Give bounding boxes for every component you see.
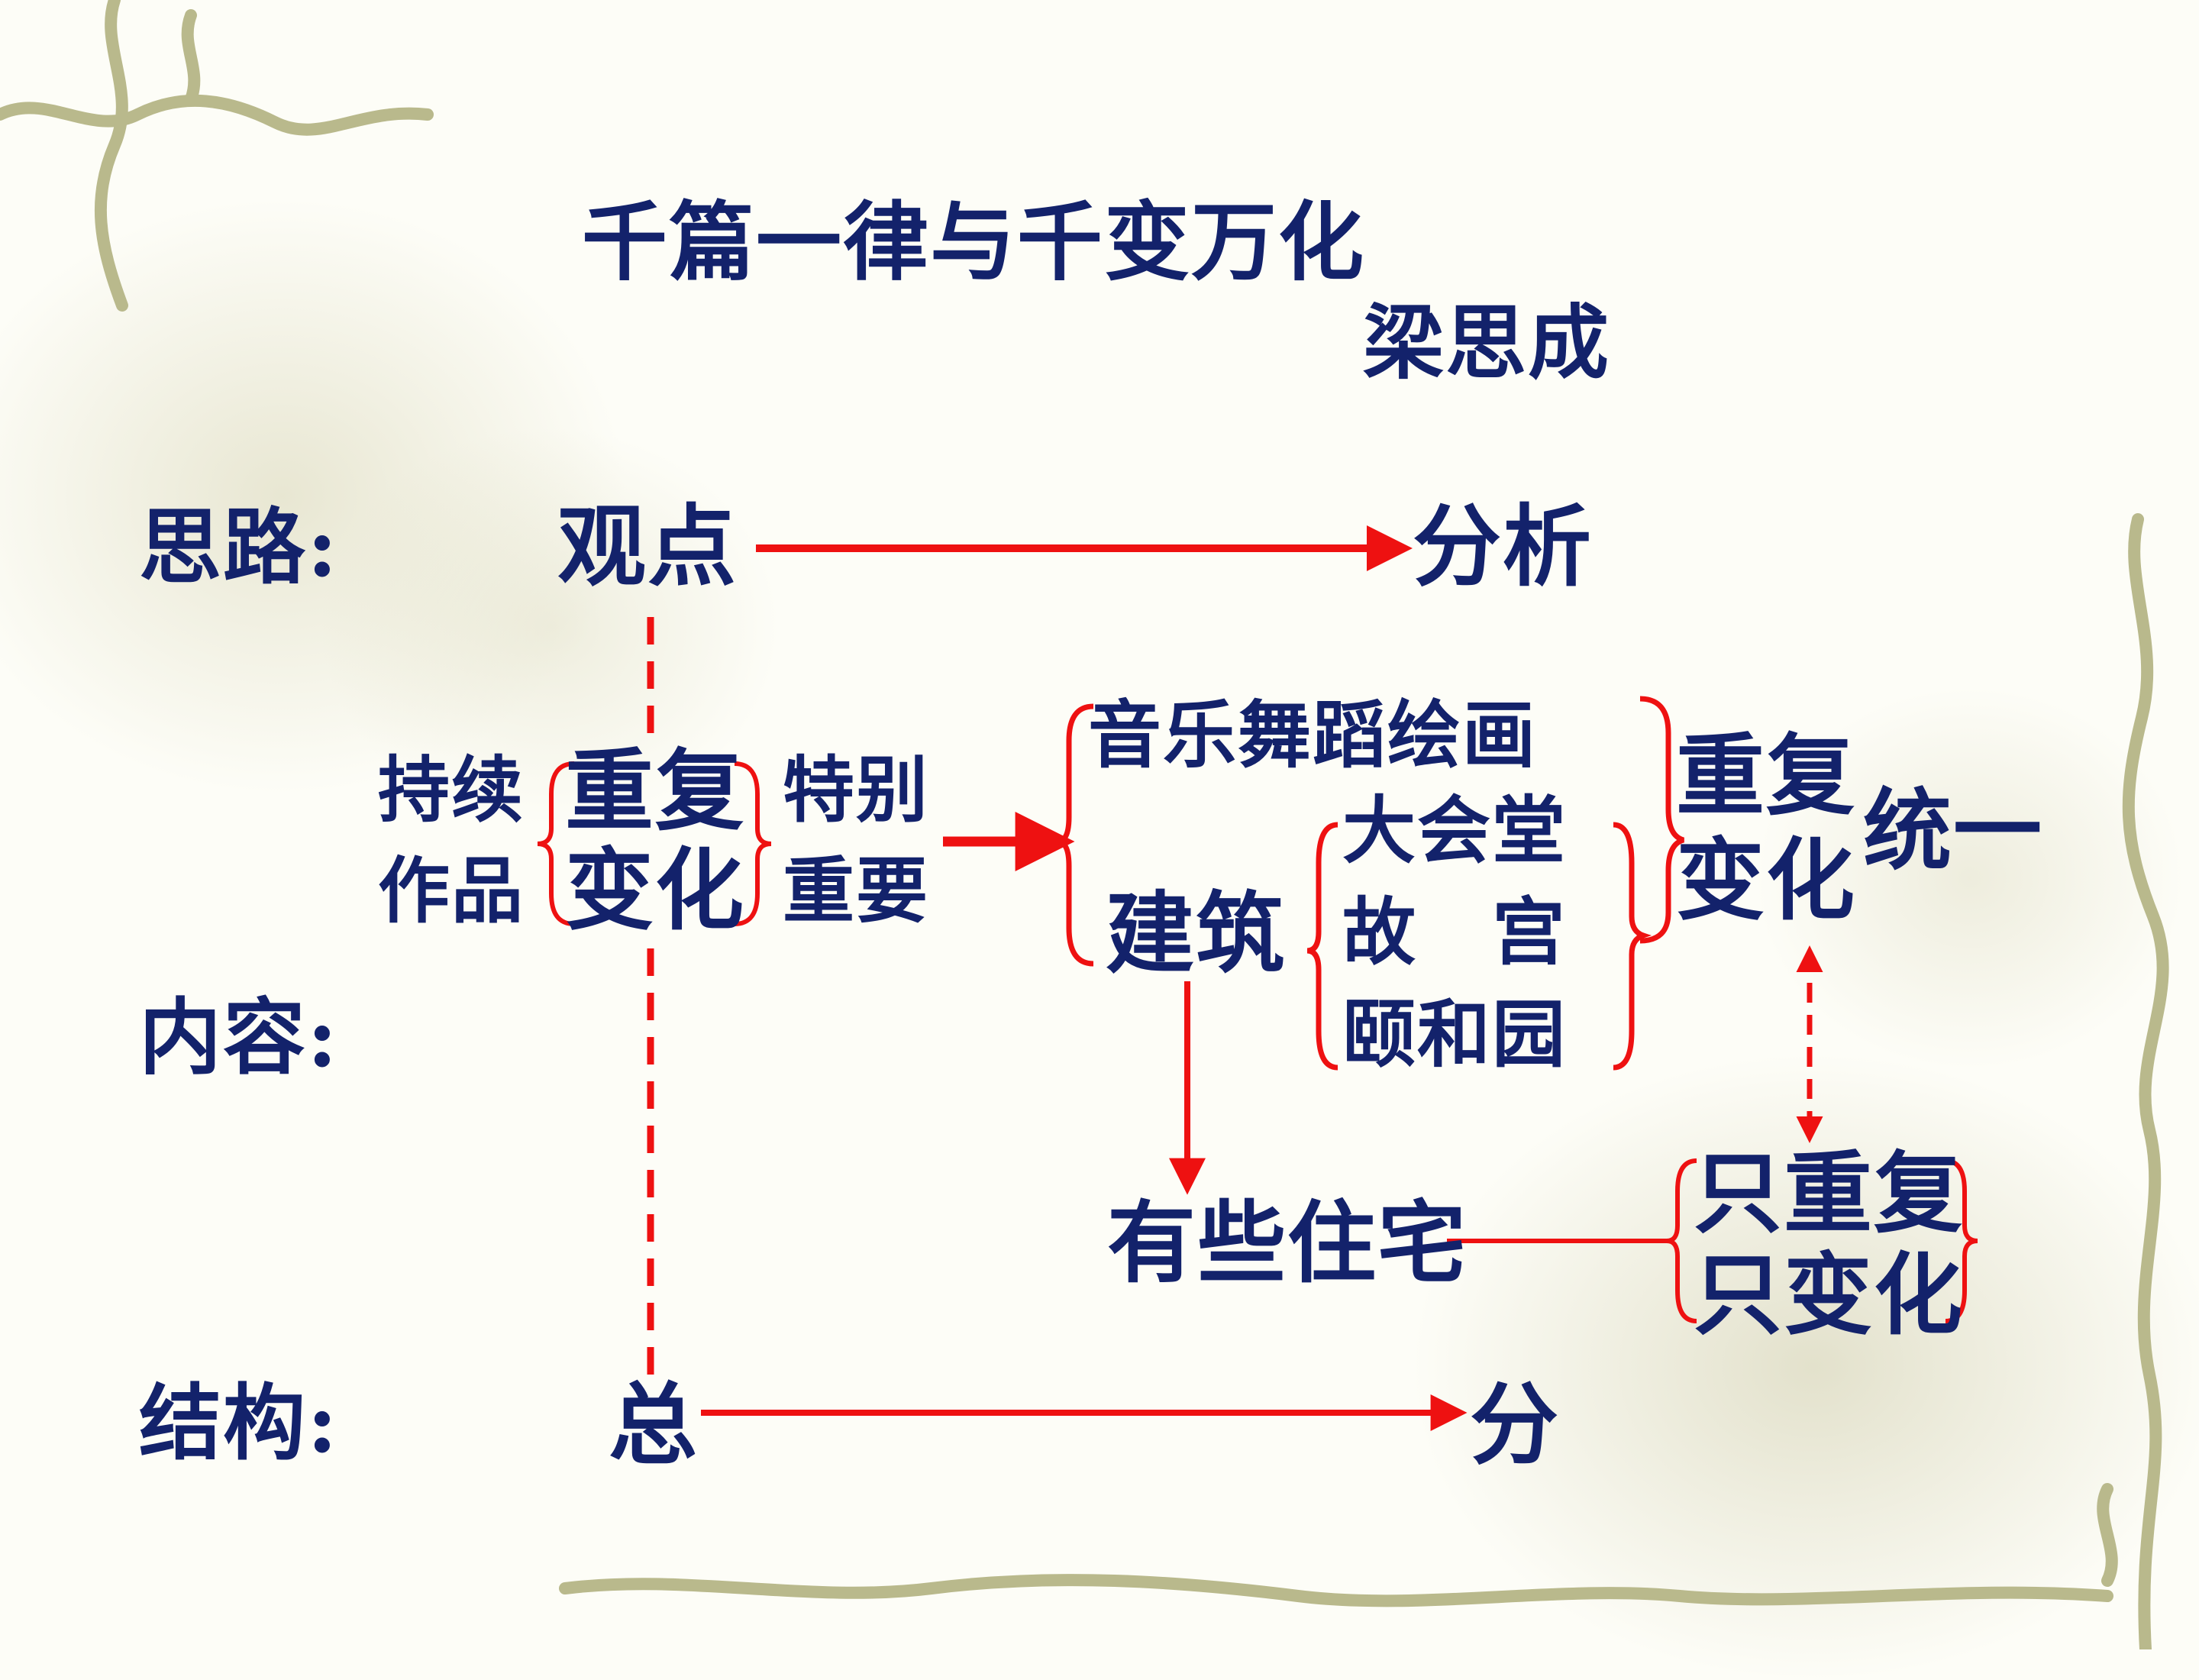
left-brace-close <box>734 761 772 926</box>
arts-brace-open <box>1057 703 1094 967</box>
result-unity: 统一 <box>1863 779 2043 883</box>
architecture-text: 建筑 <box>1106 882 1286 986</box>
page-title: 千篇一律与千变万化 <box>582 192 1365 292</box>
vine-border <box>0 0 2169 1649</box>
examples-brace-close <box>1613 822 1652 1071</box>
arts-brace-close <box>1639 696 1685 944</box>
left-inner-change: 变化 <box>565 838 745 942</box>
housing-brace-open <box>1666 1158 1697 1323</box>
left-brace-open <box>537 761 575 926</box>
background-blossom <box>1756 687 2184 1069</box>
silu-start: 观点 <box>557 495 738 599</box>
left-inner-repeat: 重复 <box>565 739 745 843</box>
result-repeat: 重复 <box>1676 724 1856 828</box>
label-neirong: 内容: <box>139 990 339 1086</box>
author-name: 梁思成 <box>1363 295 1610 390</box>
left-outer-line-1: 持续 <box>378 748 525 832</box>
result-change: 变化 <box>1676 829 1856 932</box>
examples-brace-open <box>1306 822 1338 1071</box>
label-silu: 思路: <box>139 499 339 596</box>
label-jiegou: 结构: <box>139 1375 339 1472</box>
right-outer-line-1: 特别 <box>783 748 930 832</box>
silu-end: 分析 <box>1413 495 1593 599</box>
example-forbidden-city: 故 宫 <box>1342 889 1567 975</box>
housing-brace-close <box>1945 1158 1978 1323</box>
background-blossom <box>1413 1054 2199 1680</box>
housing-only-repeat: 只重复 <box>1694 1142 1964 1245</box>
jiegou-end: 分 <box>1470 1373 1560 1477</box>
housing-label: 有些住宅 <box>1107 1191 1468 1295</box>
housing-only-change: 只变化 <box>1694 1243 1964 1347</box>
arts-text: 音乐舞蹈绘画 <box>1088 692 1537 778</box>
left-outer-line-2: 作品 <box>378 849 525 933</box>
background-blossom <box>0 199 626 794</box>
jiegou-start: 总 <box>609 1373 699 1477</box>
example-summer-palace: 颐和园 <box>1342 991 1567 1077</box>
right-outer-line-2: 重要 <box>783 849 930 933</box>
background-blossom <box>321 428 779 825</box>
example-great-hall: 大会堂 <box>1342 787 1567 874</box>
